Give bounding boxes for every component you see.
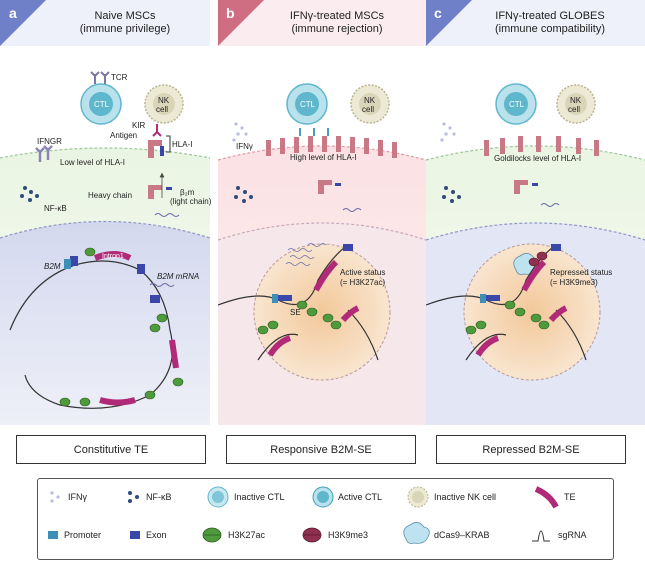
label-ctl: CTL [509,100,525,109]
legend-promoter-icon [48,531,58,539]
legend-label-h3k9me3: H3K9me3 [328,530,369,540]
super-enhancer-zone [463,243,601,381]
label-nk: NK [570,96,582,105]
caption-a: Constitutive TE [16,435,206,464]
legend-label-dcas9: dCas9–KRAB [434,530,490,540]
nfkb-icon [442,186,461,203]
legend-label-te: TE [564,492,576,502]
legend-label-exon: Exon [146,530,167,540]
caption-c: Repressed B2M-SE [436,435,626,464]
legend-label-sgrna: sgRNA [558,530,587,540]
legend-label-active-ctl: Active CTL [338,492,383,502]
label-b2m-mrna: B2M mRNA [157,272,200,281]
panel-b-illustration [218,0,426,425]
label-hla: HLA-I [172,140,193,149]
label-high-level: High level of HLA-I [290,153,357,162]
legend-icons [48,486,559,544]
legend-label-inactive-nk: Inactive NK cell [434,492,497,502]
label-b2m: B2M [44,262,61,271]
panel-b-letter: b [226,5,235,21]
legend-label-ifng: IFNγ [68,492,87,502]
panel-a-letter: a [9,5,17,21]
legend-te-icon [534,486,559,509]
legend-nfkb-icon [128,491,139,503]
label-se: SE [290,308,301,317]
label-light-chain: (light chain) [170,197,212,206]
ifng-icon [232,122,248,142]
legend: IFNγ NF-κB Inactive CTL Active CTL Inact… [37,478,614,560]
legend-label-inactive-ctl: Inactive CTL [234,492,285,502]
label-antigen: Antigen [110,131,138,140]
label-tcr: TCR [111,73,128,82]
legend-dcas9-icon [403,522,430,544]
nfkb-icon [20,186,39,202]
panel-c-illustration [426,0,645,425]
label-low-level: Low level of HLA-I [60,158,125,167]
legend-ifng-icon [50,491,60,503]
panel-c-letter: c [434,5,442,21]
legend-active-ctl-icon [312,486,334,508]
label-ctl: CTL [94,100,110,109]
label-kir: KIR [132,121,146,130]
label-nfkb: NF-κB [44,204,67,213]
label-goldilocks: Goldilocks level of HLA-I [494,154,582,163]
ifngr-icon [35,145,53,162]
label-nk: NK [158,96,170,105]
label-repressed-status: Repressed status [550,268,613,277]
legend-label-promoter: Promoter [64,530,102,540]
label-nk-cell: cell [156,105,169,114]
panel-a-illustration [0,0,210,425]
legend-h3k9me3-icon [302,527,322,543]
label-active-mark: (= H3K27ac) [340,278,386,287]
label-ifng: IFNγ [236,142,253,151]
caption-b: Responsive B2M-SE [226,435,416,464]
label-nk-cell: cell [362,105,375,114]
legend-label-h3k27ac: H3K27ac [228,530,266,540]
label-ctl: CTL [300,100,316,109]
label-b2m-protein: β₂m [180,188,195,197]
panel-b-title: IFNγ-treated MSCs (immune rejection) [289,10,385,35]
legend-inactive-ctl-icon [207,486,229,508]
legend-h3k27ac-icon [202,527,222,543]
legend-label-nfkb: NF-κB [146,492,172,502]
label-ifngr: IFNGR [37,137,62,146]
super-enhancer-zone [253,243,391,381]
label-heavy-chain: Heavy chain [88,191,133,200]
nfkb-icon [234,186,253,203]
legend-exon-icon [130,531,140,539]
legend-sgrna-icon [532,530,550,542]
label-nk-cell: cell [568,105,581,114]
ifng-icon [440,122,456,142]
label-repressed-mark: (= H3K9me3) [550,278,598,287]
label-nk: NK [364,96,376,105]
legend-inactive-nk-icon [407,486,429,508]
label-active-status: Active status [340,268,386,277]
label-intron: Intron1 [102,253,124,260]
panel-a-title: Naive MSCs (immune privilege) [79,10,171,35]
panel-c-title: IFNγ-treated GLOBES (immune compatibilit… [494,10,606,35]
